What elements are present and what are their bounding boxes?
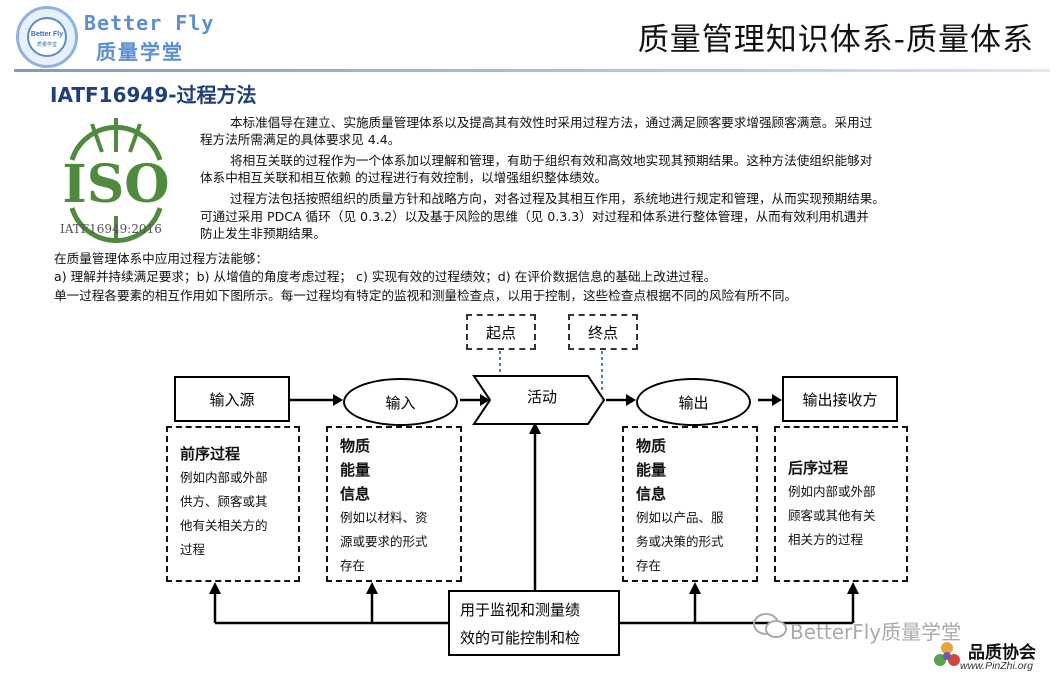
iso-caption: IATF16949:2016 [60, 222, 162, 236]
logo-subtext: 质量学堂 [36, 42, 57, 48]
next-process-heading: 后序过程 [788, 459, 849, 477]
body-line-2: 程方法所需满足的具体要求见 4.4。 [200, 132, 401, 147]
input-oval: 输入 [343, 378, 458, 426]
output-item-1: 物质 [636, 437, 667, 455]
output-detail-line-2: 务或决策的形式 [636, 534, 724, 549]
prev-process-box: 前序过程 例如内部或外部 供方、顾客或其 他有关相关方的 过程 [166, 426, 300, 582]
brand-name: Better Fly [84, 11, 215, 35]
start-label: 起点 [485, 323, 516, 342]
iso-mark: ISO [62, 154, 169, 215]
output-detail-box: 物质 能量 信息 例如以产品、服 务或决策的形式 存在 [622, 426, 758, 582]
logo: Better Fly 质量学堂 [16, 6, 78, 68]
section-title: IATF16949-过程方法 [50, 83, 257, 107]
input-detail-line-1: 例如以材料、资 [340, 510, 428, 525]
output-detail-line-1: 例如以产品、服 [636, 510, 724, 525]
prev-process-line-2: 供方、顾客或其 [180, 494, 268, 509]
input-item-1: 物质 [340, 437, 371, 455]
pinzhi-url: www.PinZhi.org [960, 660, 1033, 672]
prev-process-line-4: 过程 [180, 542, 206, 557]
output-label: 输出 [678, 393, 709, 412]
body-line-7: 防止发生非预期结果。 [200, 226, 326, 241]
logo-inner: Better Fly 质量学堂 [27, 17, 67, 57]
page-title: 质量管理知识体系-质量体系 [637, 22, 1034, 58]
prev-process-heading: 前序过程 [180, 445, 241, 463]
output-receiver-box: 输出接收方 [782, 376, 898, 422]
body-line-6: 可通过采用 PDCA 循环（见 0.3.2）以及基于风险的思维（见 0.3.3）… [200, 209, 869, 224]
activity-label: 活动 [526, 388, 557, 406]
body-line-8: 在质量管理体系中应用过程方法能够： [54, 251, 269, 266]
next-process-line-2: 顾客或其他有关 [788, 508, 876, 523]
prev-process-line-1: 例如内部或外部 [180, 470, 268, 485]
output-oval: 输出 [636, 378, 751, 426]
control-line-2: 效的可能控制和检 [460, 629, 581, 647]
body-line-10: 单一过程各要素的相互作用如下图所示。每一过程均有特定的监视和测量检查点，以用于控… [54, 288, 798, 303]
body-line-3: 将相互关联的过程作为一个体系加以理解和管理，有助于组织有效和高效地实现其预期结果… [230, 153, 873, 168]
prev-process-line-3: 他有关相关方的 [180, 518, 268, 533]
activity-shape [472, 375, 606, 425]
input-source-label: 输入源 [209, 390, 255, 409]
control-line-1: 用于监视和测量绩 [460, 601, 581, 619]
input-detail-line-3: 存在 [340, 558, 366, 573]
body-line-5: 过程方法包括按照组织的质量方针和战略方向，对各过程及其相互作用，系统地进行规定和… [230, 191, 885, 206]
wechat-icon [753, 613, 787, 638]
output-item-2: 能量 [636, 461, 667, 479]
logo-text: Better Fly [30, 31, 64, 38]
output-detail-line-3: 存在 [636, 558, 662, 573]
iso-logo: ISO [62, 118, 170, 243]
brand-chinese-name: 质量学堂 [96, 40, 184, 64]
pinzhi-logo [934, 642, 960, 666]
next-process-line-1: 例如内部或外部 [788, 484, 876, 499]
end-label: 终点 [587, 323, 618, 342]
body-line-9: a) 理解并持续满足要求；b) 从增值的角度考虑过程； c) 实现有效的过程绩效… [54, 269, 717, 284]
input-item-3: 信息 [340, 485, 371, 503]
input-label: 输入 [385, 393, 416, 412]
input-detail-line-2: 源或要求的形式 [340, 534, 428, 549]
output-receiver-label: 输出接收方 [802, 390, 878, 409]
next-process-box: 后序过程 例如内部或外部 顾客或其他有关 相关方的过程 [774, 426, 908, 582]
watermark-text: BetterFly质量学堂 [790, 620, 962, 644]
control-checkpoint-box: 用于监视和测量绩 效的可能控制和检 [448, 590, 620, 656]
body-line-1: 本标准倡导在建立、实施质量管理体系以及提高其有效性时采用过程方法，通过满足顾客要… [230, 115, 873, 130]
input-item-2: 能量 [340, 461, 371, 479]
body-line-4: 体系中相互关联和相互依赖 的过程进行有效控制，以增强组织整体绩效。 [200, 170, 608, 185]
pinzhi-name: 品质协会 [968, 643, 1036, 663]
start-point: 起点 [466, 314, 536, 350]
input-detail-box: 物质 能量 信息 例如以材料、资 源或要求的形式 存在 [326, 426, 462, 582]
next-process-line-3: 相关方的过程 [788, 532, 864, 547]
input-source-box: 输入源 [174, 376, 290, 422]
end-point: 终点 [568, 314, 638, 350]
header-divider [14, 69, 1050, 72]
output-item-3: 信息 [636, 485, 667, 503]
